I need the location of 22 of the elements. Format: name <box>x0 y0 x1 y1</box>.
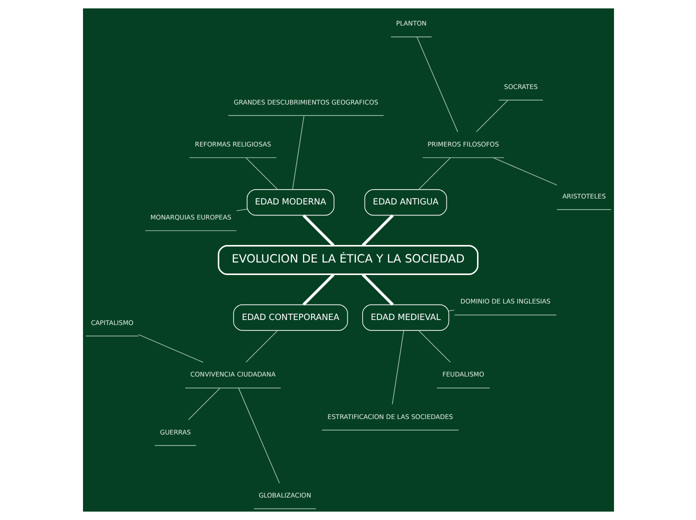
connector <box>476 100 508 132</box>
connector <box>302 214 334 246</box>
connector <box>391 330 404 405</box>
node-box: EDAD ANTIGUA <box>364 189 447 216</box>
connector <box>418 158 450 190</box>
connector <box>238 388 280 484</box>
connector <box>236 208 247 212</box>
connector <box>361 274 394 306</box>
connector <box>416 36 458 132</box>
node-box: EDAD MODERNA <box>246 189 334 216</box>
node-box: EDAD CONTEPORANEA <box>232 304 348 331</box>
connector <box>302 274 334 306</box>
connector <box>292 115 304 190</box>
connector <box>188 388 220 420</box>
connector <box>361 214 394 246</box>
connector <box>492 157 557 186</box>
connector <box>418 330 450 362</box>
connector <box>245 158 278 190</box>
connector <box>245 330 278 362</box>
node-box: EVOLUCION DE LA ÉTICA Y LA SOCIEDAD <box>217 245 478 275</box>
connector <box>138 334 203 363</box>
node-box: EDAD MEDIEVAL <box>362 304 449 331</box>
